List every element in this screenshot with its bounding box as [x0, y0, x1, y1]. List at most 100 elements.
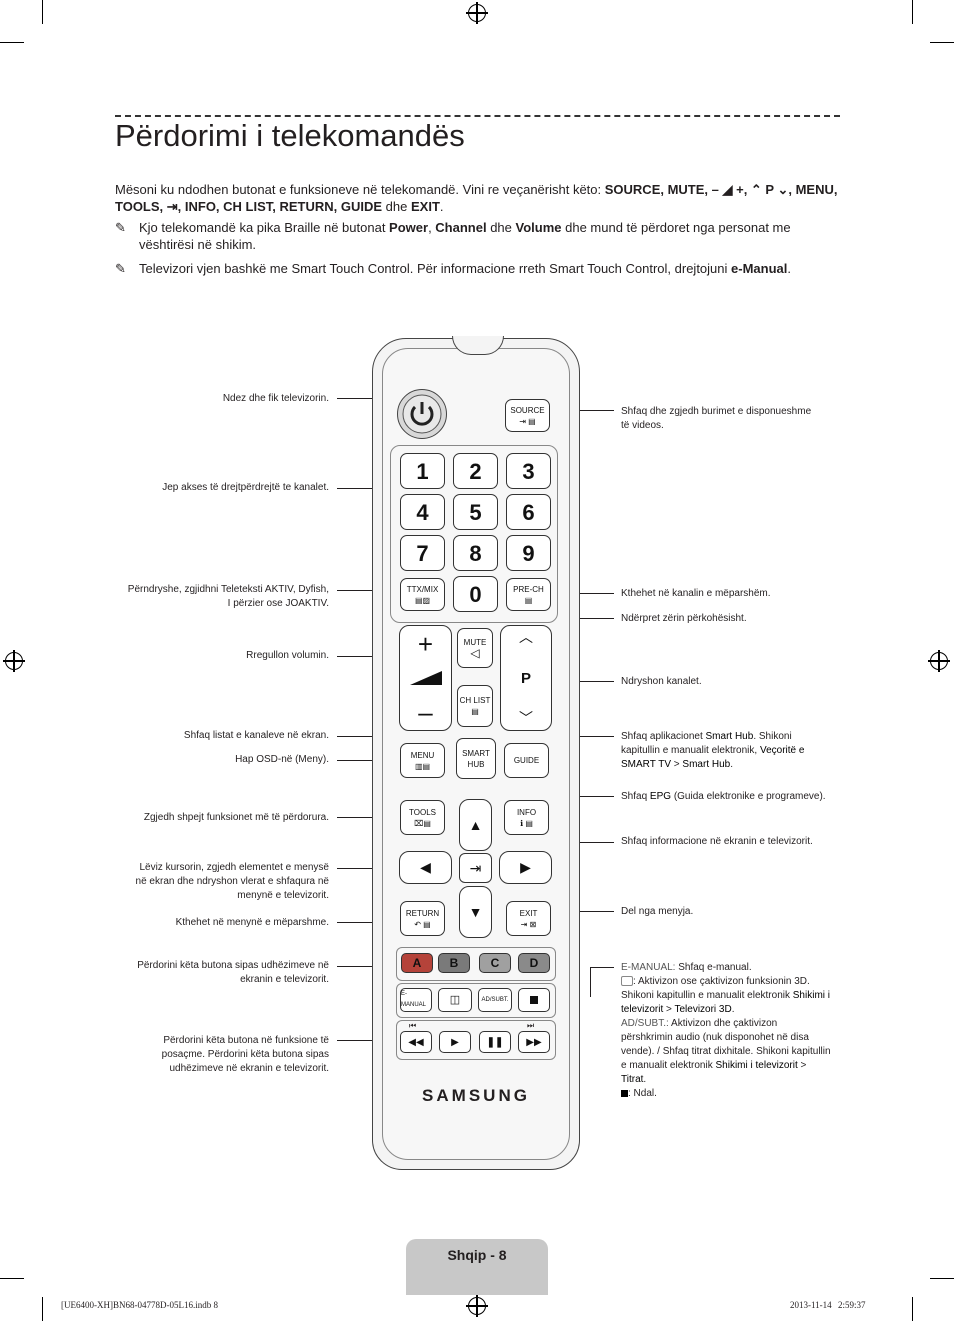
digit-0-button[interactable]: 0	[453, 576, 498, 612]
b-button[interactable]: B	[438, 953, 470, 973]
play-button[interactable]: ▶	[439, 1031, 471, 1053]
source-button[interactable]: SOURCE⇥ ▤	[505, 399, 550, 432]
volume-up-button[interactable]: +	[417, 629, 434, 659]
leader-line	[337, 760, 399, 761]
exit-icon: ⇥ ⊠	[520, 919, 537, 929]
caption-color-row: E-MANUAL: Shfaq e-manual. : Aktivizon os…	[621, 962, 831, 1099]
ad-subt-button[interactable]: AD/SUBT.	[478, 988, 512, 1012]
caption-guide: Shfaq EPG (Guida elektronike e programev…	[621, 791, 826, 802]
fast-forward-button[interactable]: ▶▶	[518, 1031, 550, 1053]
crop-mark	[42, 0, 43, 24]
tools-button[interactable]: TOOLS⌧▤	[400, 800, 445, 835]
guide-button[interactable]: GUIDE	[504, 743, 549, 778]
caption-channel: Ndryshon kanalet.	[621, 676, 702, 687]
header-dashed-rule	[115, 115, 840, 117]
digit-4-button[interactable]: 4	[400, 494, 445, 530]
leader-line	[337, 398, 397, 399]
number-pad-frame	[390, 445, 558, 623]
color-button-frame	[396, 947, 556, 981]
digit-2-button[interactable]: 2	[453, 453, 498, 489]
fast-forward-icon: ▶▶	[526, 1036, 542, 1048]
digit-9-button[interactable]: 9	[506, 535, 551, 571]
registration-mark-icon	[466, 2, 488, 24]
stop-button[interactable]	[518, 988, 550, 1012]
leader-line	[552, 681, 614, 682]
play-icon: ▶	[451, 1036, 459, 1048]
caption-ttx: Përndryshe, zgjidhni Teleteksti AKTIV, D…	[127, 584, 329, 609]
leader-line	[337, 590, 399, 591]
power-button[interactable]	[397, 389, 447, 439]
menu-button[interactable]: MENU▥▤	[400, 743, 445, 778]
3d-glasses-icon: ◫	[449, 993, 461, 1006]
caption-menu: Hap OSD-në (Meny).	[235, 754, 329, 765]
power-icon	[402, 394, 442, 434]
leader-line	[590, 967, 614, 968]
slug-file: [UE6400-XH]BN68-04778D-05L16.indb 8	[61, 1300, 218, 1310]
leader-line	[552, 410, 614, 411]
page-number: Shqip - 8	[447, 1247, 507, 1263]
caption-colors: Përdorini këta butona sipas udhëzimeve n…	[137, 960, 329, 985]
pause-icon: ❚❚	[486, 1036, 504, 1048]
digit-1-button[interactable]: 1	[400, 453, 445, 489]
rewind-icon: ◀◀	[408, 1036, 424, 1048]
caption-chlist: Shfaq listat e kanaleve në ekran.	[183, 730, 329, 741]
caption-power: Ndez dhe fik televizorin.	[222, 393, 329, 404]
return-button[interactable]: RETURN↶ ▤	[400, 901, 445, 936]
ttx-mix-button[interactable]: TTX/MIX▤▨	[400, 578, 445, 611]
enter-button[interactable]: ⇥	[459, 853, 492, 883]
a-button[interactable]: A	[401, 953, 433, 973]
teletext-icon: ▤▨	[414, 595, 431, 605]
tools-icon: ⌧▤	[414, 818, 431, 828]
digit-8-button[interactable]: 8	[453, 535, 498, 571]
channel-down-icon[interactable]: ﹀	[519, 710, 533, 726]
caption-nav: Lëviz kursorin, zgjedh elementet e menys…	[135, 862, 329, 901]
left-button[interactable]: ◀	[399, 851, 452, 884]
ch-list-button[interactable]: CH LIST▤	[457, 685, 493, 727]
volume-rocker[interactable]: + –	[399, 625, 452, 731]
crop-mark	[0, 1278, 24, 1279]
stop-icon	[530, 996, 538, 1004]
digit-3-button[interactable]: 3	[506, 453, 551, 489]
d-button[interactable]: D	[518, 953, 550, 973]
leader-line	[337, 922, 399, 923]
right-button[interactable]: ▶	[499, 851, 552, 884]
digit-5-button[interactable]: 5	[453, 494, 498, 530]
brand-logo: SAMSUNG	[422, 1086, 530, 1105]
pre-ch-button[interactable]: PRE-CH▤	[506, 578, 551, 611]
rewind-button[interactable]: ◀◀	[400, 1031, 432, 1053]
ch-list-icon: ▤	[471, 707, 479, 716]
info-icon: ℹ ▤	[520, 818, 533, 828]
3d-button[interactable]: ◫	[438, 988, 472, 1012]
caption-exit: Del nga menyja.	[621, 906, 694, 917]
source-icon: ⇥ ▤	[519, 416, 536, 426]
volume-down-button[interactable]: –	[418, 697, 433, 727]
channel-rocker[interactable]: ︿ P ﹀	[500, 625, 552, 731]
crop-mark	[0, 42, 24, 43]
digit-7-button[interactable]: 7	[400, 535, 445, 571]
left-arrow-icon: ◀	[420, 859, 431, 875]
pencil-icon: ✎	[115, 261, 126, 276]
skip-back-icon: ⏮	[409, 1021, 417, 1030]
caption-numbers: Jep akses të drejtpërdrejtë te kanalet.	[162, 482, 329, 493]
exit-button[interactable]: EXIT⇥ ⊠	[506, 901, 551, 936]
leader-line	[552, 842, 614, 843]
leader-line	[337, 1040, 397, 1041]
mute-button[interactable]: MUTE◁	[457, 628, 493, 668]
registration-mark-icon	[466, 1295, 488, 1317]
page-number-tab	[406, 1239, 548, 1295]
channel-up-icon[interactable]: ︿	[519, 629, 533, 645]
e-manual-button[interactable]: E-MANUAL	[400, 988, 432, 1012]
up-button[interactable]: ▲	[459, 799, 492, 851]
registration-mark-icon	[928, 650, 950, 672]
leader-line	[552, 796, 614, 797]
3d-icon	[621, 976, 633, 987]
leader-line	[337, 868, 397, 869]
digit-6-button[interactable]: 6	[506, 494, 551, 530]
down-button[interactable]: ▼	[459, 886, 492, 938]
down-arrow-icon: ▼	[468, 903, 483, 920]
pause-button[interactable]: ❚❚	[479, 1031, 511, 1053]
caption-info: Shfaq informacione në ekranin e televizo…	[621, 836, 813, 847]
c-button[interactable]: C	[479, 953, 511, 973]
